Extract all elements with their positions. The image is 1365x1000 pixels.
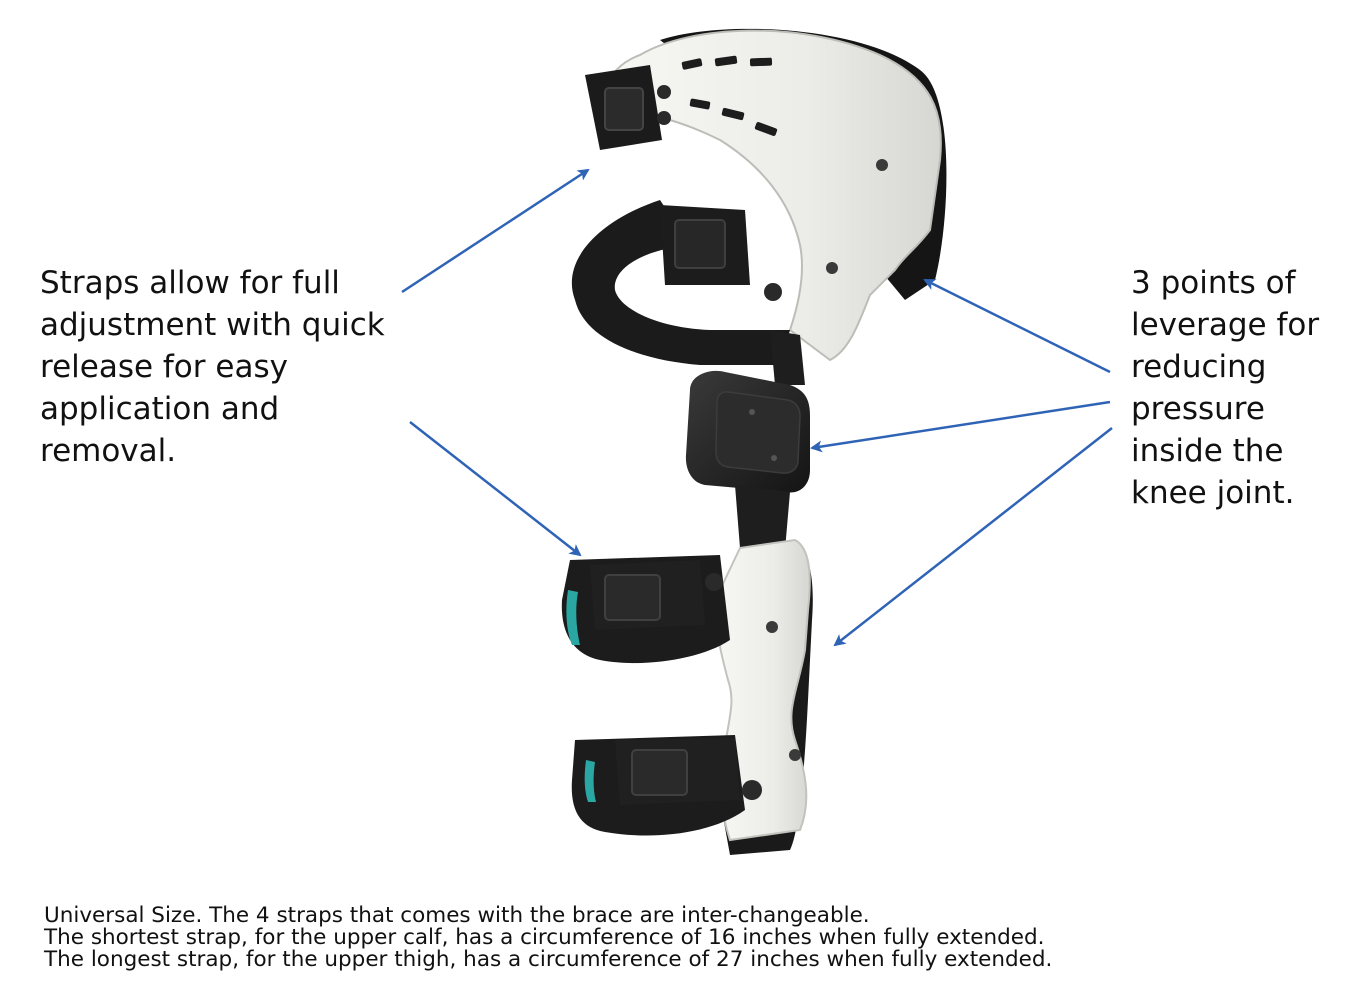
straps-callout: Straps allow for full adjustment with qu… xyxy=(40,262,385,472)
leverage-callout: 3 points of leverage for reducing pressu… xyxy=(1131,262,1319,514)
callout-line: knee joint. xyxy=(1131,475,1295,511)
condyle-pad-inner xyxy=(715,391,801,474)
callout-line: removal. xyxy=(40,433,177,469)
callout-line: pressure xyxy=(1131,391,1265,427)
rivet xyxy=(826,262,838,274)
rivet xyxy=(789,749,801,761)
thigh-cuff xyxy=(571,28,947,365)
slot xyxy=(754,122,778,136)
slot xyxy=(721,107,745,121)
callout-line: application and xyxy=(40,391,280,427)
slot xyxy=(689,98,711,110)
thigh-strap xyxy=(571,200,790,365)
callout-line: Straps allow for full xyxy=(40,265,340,301)
size-note-line: The longest strap, for the upper thigh, … xyxy=(44,947,1053,972)
calf-shell xyxy=(715,538,811,842)
size-note-line: Universal Size. The 4 straps that comes … xyxy=(44,903,870,928)
teal-accent xyxy=(584,760,596,802)
shell-slots xyxy=(681,55,778,136)
hinge-arm-lower xyxy=(735,485,790,550)
slot xyxy=(681,58,703,70)
universal-size-note: Universal Size. The 4 straps that comes … xyxy=(44,905,1052,971)
slot xyxy=(714,55,738,67)
arrow-to-thigh-shell xyxy=(923,278,1111,374)
second-buckle xyxy=(660,205,782,301)
callout-line: reducing xyxy=(1131,349,1267,385)
callout-line: 3 points of xyxy=(1131,265,1296,301)
arrow-to-calf-shell xyxy=(833,427,1113,647)
callout-line: release for easy xyxy=(40,349,288,385)
callout-line: leverage for xyxy=(1131,307,1320,343)
slot xyxy=(749,57,773,67)
rivet xyxy=(876,159,888,171)
upper-calf-buckle xyxy=(590,560,723,630)
top-buckle xyxy=(585,65,671,150)
arrow-to-calf-strap xyxy=(409,421,582,557)
calf-cuff xyxy=(561,538,813,855)
hinge-arm-upper xyxy=(770,330,805,385)
arrow-to-thigh-strap xyxy=(401,168,590,294)
callout-line: inside the xyxy=(1131,433,1284,469)
arrow-to-knee-pad xyxy=(810,400,1111,453)
size-note-line: The shortest strap, for the upper calf, … xyxy=(44,925,1045,950)
lower-calf-buckle xyxy=(615,738,762,805)
teal-accent xyxy=(566,590,580,645)
callout-line: adjustment with quick xyxy=(40,307,385,343)
annotation-arrows xyxy=(401,168,1113,647)
knee-hinge xyxy=(685,330,810,550)
rivet xyxy=(766,621,778,633)
